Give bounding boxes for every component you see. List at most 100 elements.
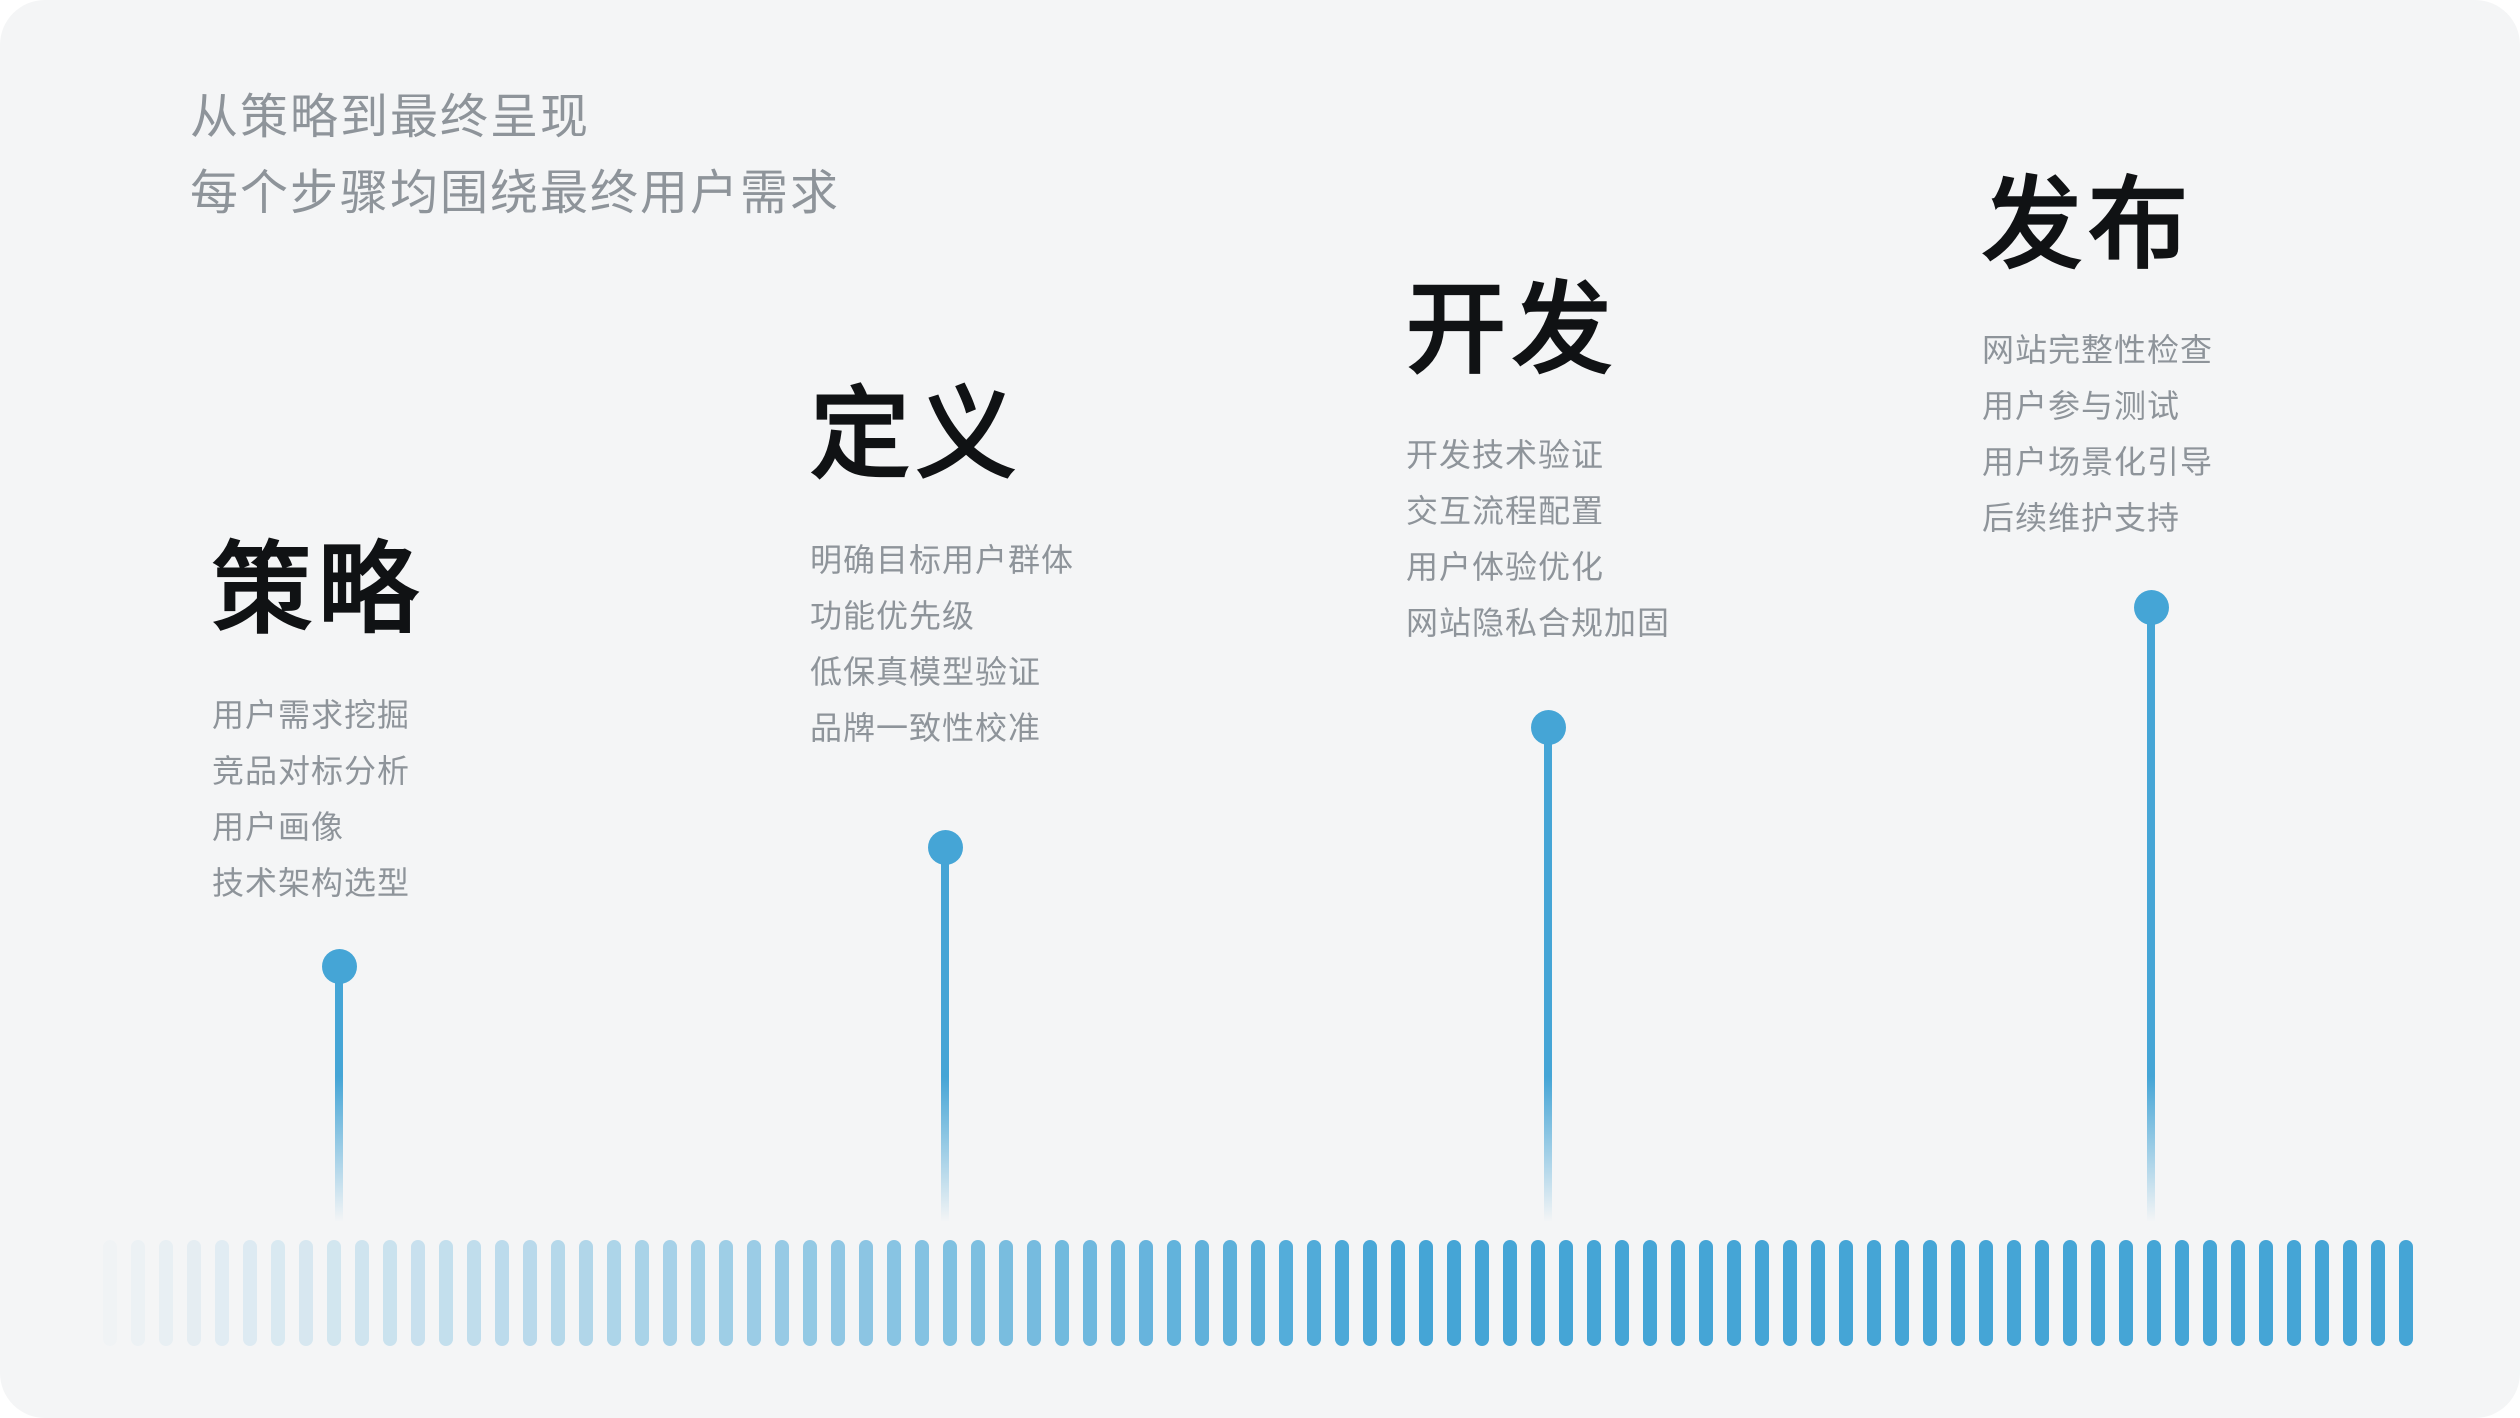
ticker-bar (775, 1240, 789, 1346)
stage-strategy: 策略 用户需求挖掘 竞品对标分析 用户画像 技术架构选型 (212, 535, 424, 911)
list-item: 明确目标用户群体 (810, 542, 1075, 578)
ticker-bar (495, 1240, 509, 1346)
ticker-bar (383, 1240, 397, 1346)
ticker-bar (271, 1240, 285, 1346)
ticker-bar (1951, 1240, 1965, 1346)
ticker-bar (1615, 1240, 1629, 1346)
ticker-bar (1643, 1240, 1657, 1346)
list-item: 功能优先级 (810, 598, 976, 634)
ticker-bar (1979, 1240, 1993, 1346)
ticker-bar (2399, 1240, 2413, 1346)
ticker-bar (2147, 1240, 2161, 1346)
ticker-bar (103, 1240, 117, 1346)
ticker-bar (1699, 1240, 1713, 1346)
ticker-bar (1783, 1240, 1797, 1346)
stage-develop-list: 开发技术验证 交互流程配置 用户体验优化 网站隐私合规加固 (1406, 427, 1670, 651)
ticker-bar (1111, 1240, 1125, 1346)
list-item: 网站隐私合规加固 (1406, 605, 1671, 641)
ticker-bar (1531, 1240, 1545, 1346)
timeline-ticker-bars (103, 1240, 2417, 1346)
stage-strategy-title: 策略 (212, 534, 424, 646)
marker-stem (2147, 607, 2155, 1222)
ticker-bar (1475, 1240, 1489, 1346)
list-item: 用户参与测试 (1982, 388, 2181, 424)
stage-launch-list: 网站完整性检查 用户参与测试 用户场景化引导 后续维护支持 (1982, 322, 2213, 546)
ticker-bar (1363, 1240, 1377, 1346)
ticker-bar (2315, 1240, 2329, 1346)
ticker-bar (1223, 1240, 1237, 1346)
ticker-bar (1083, 1240, 1097, 1346)
ticker-bar (719, 1240, 733, 1346)
ticker-bar (1307, 1240, 1321, 1346)
ticker-bar (355, 1240, 369, 1346)
ticker-bar (915, 1240, 929, 1346)
ticker-bar (411, 1240, 425, 1346)
ticker-bar (439, 1240, 453, 1346)
marker-stem (941, 847, 949, 1222)
stage-define: 定义 明确目标用户群体 功能优先级 低保真模型验证 品牌一致性校准 (810, 380, 1074, 756)
ticker-bar (1195, 1240, 1209, 1346)
ticker-bar (999, 1240, 1013, 1346)
ticker-bar (1335, 1240, 1349, 1346)
ticker-bar (215, 1240, 229, 1346)
list-item: 技术架构选型 (212, 865, 411, 901)
ticker-bar (1923, 1240, 1937, 1346)
ticker-bar (467, 1240, 481, 1346)
ticker-bar (523, 1240, 537, 1346)
marker-dot-icon (2133, 589, 2169, 625)
marker-stem (335, 966, 343, 1222)
stage-strategy-list: 用户需求挖掘 竞品对标分析 用户画像 技术架构选型 (212, 687, 424, 911)
ticker-bar (131, 1240, 145, 1346)
ticker-bar (803, 1240, 817, 1346)
ticker-bar (551, 1240, 565, 1346)
ticker-bar (747, 1240, 761, 1346)
list-item: 网站完整性检查 (1982, 332, 2214, 368)
ticker-bar (1251, 1240, 1265, 1346)
ticker-bar (327, 1240, 341, 1346)
ticker-bar (1587, 1240, 1601, 1346)
ticker-bar (1811, 1240, 1825, 1346)
list-item: 用户体验优化 (1406, 549, 1605, 585)
ticker-bar (579, 1240, 593, 1346)
ticker-bar (1419, 1240, 1433, 1346)
marker-dot-icon (321, 948, 357, 984)
ticker-bar (2063, 1240, 2077, 1346)
ticker-bar (1867, 1240, 1881, 1346)
ticker-bar (2007, 1240, 2021, 1346)
ticker-bar (1671, 1240, 1685, 1346)
page-title-line1: 从策略到最终呈现 (190, 91, 591, 144)
list-item: 交互流程配置 (1406, 493, 1605, 529)
stage-develop: 开发 开发技术验证 交互流程配置 用户体验优化 网站隐私合规加固 (1406, 275, 1670, 651)
ticker-bar (887, 1240, 901, 1346)
ticker-bar (1503, 1240, 1517, 1346)
ticker-bar (971, 1240, 985, 1346)
ticker-bar (2035, 1240, 2049, 1346)
ticker-bar (691, 1240, 705, 1346)
ticker-bar (1391, 1240, 1405, 1346)
list-item: 开发技术验证 (1406, 437, 1605, 473)
ticker-bar (1559, 1240, 1573, 1346)
ticker-bar (2119, 1240, 2133, 1346)
stage-develop-title: 开发 (1406, 274, 1618, 386)
ticker-bar (943, 1240, 957, 1346)
stage-define-list: 明确目标用户群体 功能优先级 低保真模型验证 品牌一致性校准 (810, 532, 1074, 756)
stage-define-title: 定义 (810, 379, 1022, 491)
list-item: 低保真模型验证 (810, 654, 1042, 690)
ticker-bar (2175, 1240, 2189, 1346)
ticker-bar (1447, 1240, 1461, 1346)
page-title-line2: 每个步骤均围绕最终用户需求 (190, 167, 841, 220)
ticker-bar (1055, 1240, 1069, 1346)
marker-dot-icon (927, 829, 963, 865)
ticker-bar (243, 1240, 257, 1346)
ticker-bar (2203, 1240, 2217, 1346)
list-item: 用户画像 (212, 809, 345, 845)
ticker-bar (1755, 1240, 1769, 1346)
ticker-bar (2091, 1240, 2105, 1346)
list-item: 用户需求挖掘 (212, 697, 411, 733)
ticker-bar (1279, 1240, 1293, 1346)
ticker-bar (2371, 1240, 2385, 1346)
ticker-bar (187, 1240, 201, 1346)
ticker-bar (859, 1240, 873, 1346)
list-item: 竞品对标分析 (212, 753, 411, 789)
ticker-bar (2343, 1240, 2357, 1346)
